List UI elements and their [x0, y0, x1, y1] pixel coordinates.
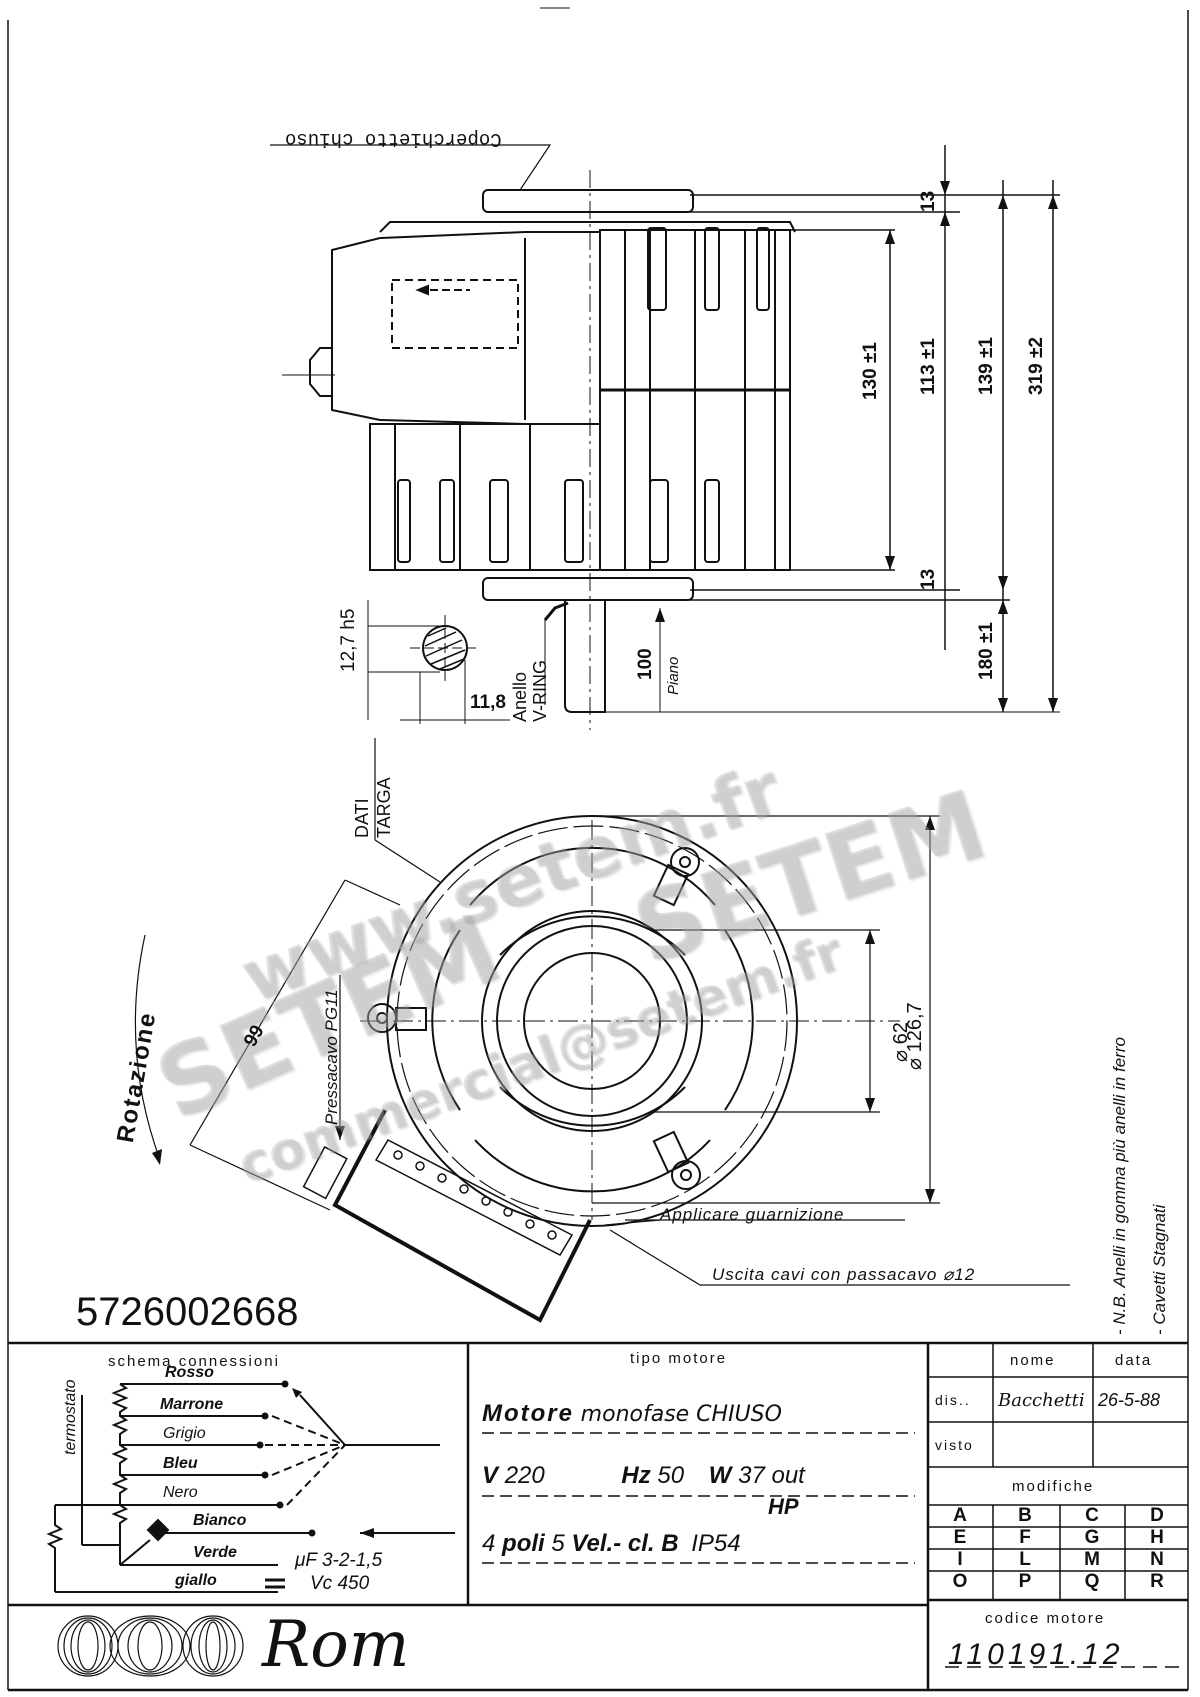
nameplate-label-1: DATI [352, 798, 372, 838]
hp-label: HP [768, 1494, 799, 1519]
speeds-value: 5 [551, 1530, 565, 1557]
frequency-value: 50 [657, 1462, 685, 1489]
wire-bianco: Bianco [193, 1512, 247, 1529]
motor-type-line-3: 4 poli 5 Vel.- cl. B IP54 [482, 1530, 741, 1558]
v-ring-label-1: Anello [510, 671, 530, 722]
col-date-header: data [1115, 1352, 1153, 1369]
motor-type-header: tipo motore [630, 1350, 728, 1367]
dim-shaft-diameter: 12,7 h5 [338, 608, 359, 672]
motor-description: monofase CHIUSO [580, 1402, 782, 1427]
plane-label: Piano [665, 656, 682, 695]
note-line-1: - N.B. Anelli in gomma più anelli in fer… [1110, 1037, 1129, 1335]
insulation-class: cl. B [627, 1530, 679, 1557]
drawn-date: 26-5-88 [1098, 1390, 1161, 1410]
wire-bleu: Bleu [163, 1455, 198, 1472]
mod-cell: A [953, 1505, 967, 1526]
dim-flange-bottom: 13 [918, 568, 939, 590]
voltage-value: 220 [504, 1462, 545, 1489]
mod-cell: G [1084, 1527, 1100, 1548]
checked-by-label: visto [935, 1437, 974, 1453]
motor-type-line-2: V 220 Hz 50 W 37 out [482, 1462, 912, 1490]
wire-giallo: giallo [175, 1572, 217, 1589]
mod-cell: R [1150, 1571, 1164, 1592]
capacitor-voltage: Vc 450 [310, 1573, 370, 1594]
wire-rosso: Rosso [165, 1364, 214, 1381]
cover-note-label: Coperchietto chiuso [285, 128, 502, 150]
mod-cell: C [1085, 1505, 1099, 1526]
dim-total: 319 ±2 [1026, 337, 1047, 395]
poles-value: 4 [482, 1530, 496, 1557]
cable-exit-label: Uscita cavi con passacavo ⌀12 [712, 1265, 976, 1284]
dim-shaft-total: 180 ±1 [976, 622, 997, 680]
ip-rating: IP54 [691, 1530, 741, 1557]
dim-shaft-flat: 11,8 [470, 692, 506, 713]
poles-label: poli [502, 1530, 545, 1557]
frequency-label: Hz [621, 1462, 651, 1489]
document-number: 5726002668 [76, 1290, 299, 1334]
dim-body: 130 ±1 [860, 342, 881, 400]
drawn-by-name: Bacchetti [998, 1390, 1085, 1411]
voltage-label: V [482, 1462, 499, 1489]
mod-cell: L [1019, 1549, 1031, 1570]
company-logo-coils-icon [55, 1615, 245, 1680]
dim-shaft-length: 100 [635, 648, 656, 680]
mod-cell: P [1018, 1571, 1032, 1592]
mod-cell: E [953, 1527, 967, 1548]
cable-gland-label: Pressacavo PG11 [322, 989, 341, 1125]
dim-between-flanges: 113 ±1 [918, 338, 939, 395]
schema-title: schema connessioni [108, 1353, 280, 1370]
col-name-header: nome [1010, 1352, 1056, 1369]
mod-cell: H [1150, 1527, 1164, 1548]
mod-cell: N [1150, 1549, 1164, 1570]
mod-cell: B [1018, 1505, 1032, 1526]
wire-verde: Verde [193, 1544, 237, 1561]
note-line-2: - Cavetti Stagnati [1150, 1204, 1169, 1335]
dim-outer-diameter: ⌀ 126,7 [904, 1002, 926, 1070]
thermostat-label: termostato [62, 1379, 79, 1455]
mod-cell: I [957, 1549, 963, 1570]
v-ring-label-2: V-RING [530, 659, 550, 722]
mod-cell: D [1150, 1505, 1164, 1526]
motor-code-value: 110191.12 [948, 1638, 1124, 1671]
wire-marrone: Marrone [160, 1396, 224, 1413]
wire-nero: Nero [163, 1484, 198, 1501]
mod-cell: M [1084, 1549, 1100, 1570]
motor-type-line-1: Motore monofase CHIUSO [482, 1400, 782, 1428]
dim-overall-body: 139 ±1 [976, 337, 997, 395]
power-value: 37 out [738, 1462, 805, 1489]
capacitor-capacitance: μF 3-2-1,5 [295, 1550, 383, 1571]
motor-code-header: codice motore [985, 1610, 1106, 1627]
drawn-by-label: dis.. [935, 1392, 971, 1408]
company-logo-text: Rom [262, 1608, 410, 1682]
mod-cell: F [1019, 1527, 1031, 1548]
nameplate-label-2: TARGA [374, 777, 394, 838]
wire-grigio: Grigio [163, 1425, 206, 1442]
power-label: W [708, 1462, 732, 1489]
mod-cell: O [952, 1571, 968, 1592]
speeds-label: Vel.- [571, 1530, 622, 1557]
motor-label: Motore [482, 1400, 574, 1427]
mod-cell: Q [1084, 1571, 1100, 1592]
gasket-label: Applicare guarnizione [660, 1205, 845, 1224]
dim-flange-top: 13 [918, 190, 939, 212]
modifications-header: modifiche [1012, 1478, 1095, 1495]
